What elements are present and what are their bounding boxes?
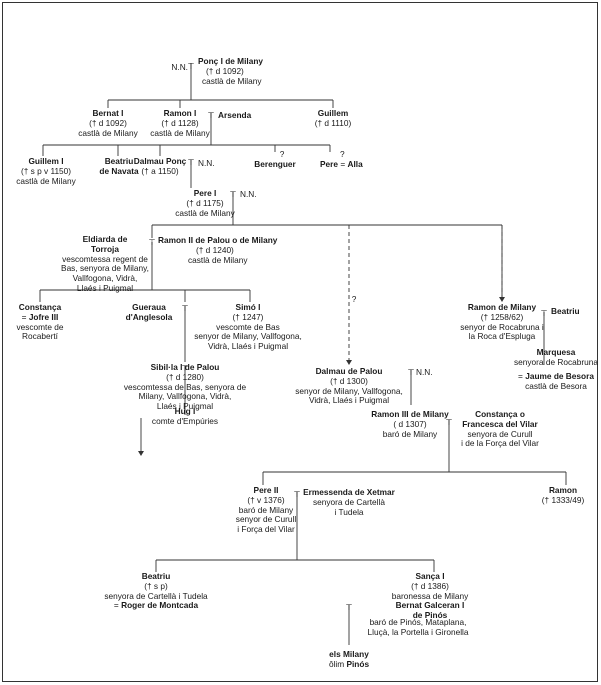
connector	[42, 113, 331, 156]
person-gueraua-d-anglesola: Gueraua d'Anglesola	[125, 302, 173, 322]
person-ramon: Ramon († 1333/49)	[541, 485, 585, 505]
person-bernat-i: Bernat I († d 1092) castlà de Milany	[78, 108, 138, 138]
person-ramon-de-milany-rocabruna: Ramon de Milany († 1258/62) senyor de Ro…	[460, 302, 544, 342]
marriage-symbol: ⊤	[293, 490, 301, 499]
person-sanca-i: Sança I († d 1386) baronessa de Milany B…	[391, 571, 469, 621]
marriage-symbol: ⊤	[229, 190, 237, 199]
person-beatriu-de-navata: Beatriu de Navata	[99, 156, 139, 176]
person-dalmau-de-palou: Dalmau de Palou († d 1300) senyor de Mil…	[295, 366, 403, 406]
marriage-symbol: ⊤	[445, 418, 453, 427]
person-arsenda: Arsenda	[218, 110, 252, 120]
marriage-symbol: ⊤	[407, 368, 415, 377]
person-ramon-ii: Ramon II de Palou o de Milany († d 1240)…	[158, 235, 278, 265]
person-berenguer: ? Berenguer	[254, 149, 296, 169]
marriage-symbol: ⊤	[181, 364, 189, 373]
uncertain-mark: ?	[351, 294, 357, 304]
person-bernat-galceran-titles: baró de Pinós, Mataplana, Lluçà, la Port…	[367, 617, 469, 637]
person-marquesa: Marquesa senyora de Rocabruna	[514, 347, 598, 367]
connector	[107, 63, 334, 108]
person-dalmau-ponc: Dalmau Ponç († a 1150)	[133, 156, 187, 176]
person-nn-3: N.N.	[240, 189, 257, 199]
person-ponc-i: Ponç I de Milany († d 1092) castlà de Mi…	[198, 56, 264, 86]
person-constanca-del-vilar: Constança o Francesca del Vilar senyora …	[461, 409, 539, 449]
person-nn-2: N.N.	[198, 158, 215, 168]
person-ramon-iii: Ramon III de Milany ( d 1307) baró de Mi…	[371, 409, 449, 439]
marriage-symbol: ⊤	[148, 238, 156, 247]
person-hug-i: Hug I comte d'Empúries	[151, 406, 219, 426]
marriage-symbol: ⊤	[181, 304, 189, 313]
connector	[155, 492, 435, 572]
person-guillem: Guillem († d 1110)	[314, 108, 352, 128]
person-nn-1: N.N.	[171, 62, 188, 72]
person-simo-i: Simó I († 1247) vescomte de Bas senyor d…	[194, 302, 302, 352]
marriage-symbol: ⊤	[345, 603, 353, 612]
person-jaume-de-besora: = Jaume de Besora castlà de Besora	[518, 371, 594, 391]
person-pere-alla: ? Pere = Alla	[320, 149, 363, 169]
person-nn-4: N.N.	[416, 367, 433, 377]
person-sibilia-i-de-palou: Sibil·la I de Palou († d 1280) vescomtes…	[123, 362, 247, 412]
person-eldiarda-de-torroja: Eldiarda de Torroja vescomtessa regent d…	[61, 234, 149, 293]
person-pere-ii: Pere II († v 1376) baró de Milany senyor…	[235, 485, 297, 535]
marriage-symbol: ⊤	[207, 111, 215, 120]
person-ramon-i: Ramon I († d 1128) castlà de Milany	[150, 108, 210, 138]
marriage-symbol: ⊤	[187, 158, 195, 167]
person-constanca: Constança = Jofre III vescomte de Rocabe…	[16, 302, 64, 342]
person-beatriu-cartella: Beatriu († s p) senyora de Cartellà i Tu…	[104, 571, 208, 611]
arrowhead	[499, 297, 505, 302]
connector	[39, 242, 251, 302]
connector	[262, 420, 567, 485]
arrowhead	[138, 451, 144, 456]
person-ermessenda-de-xetmar: Ermessenda de Xetmar senyora de Cartellà…	[303, 487, 395, 517]
person-els-milany-pinos: els Milany ôlim Pinós	[328, 649, 370, 669]
person-beatriu-rocabruna: Beatriu	[551, 306, 580, 316]
connector	[151, 192, 503, 298]
marriage-symbol: ⊤	[540, 309, 548, 318]
person-guillem-i: Guillem I († s p v 1150) castlà de Milan…	[16, 156, 76, 186]
arrowhead	[346, 360, 352, 365]
person-pere-i: Pere I († d 1175) castlà de Milany	[175, 188, 235, 218]
marriage-symbol: ⊤	[187, 62, 195, 71]
